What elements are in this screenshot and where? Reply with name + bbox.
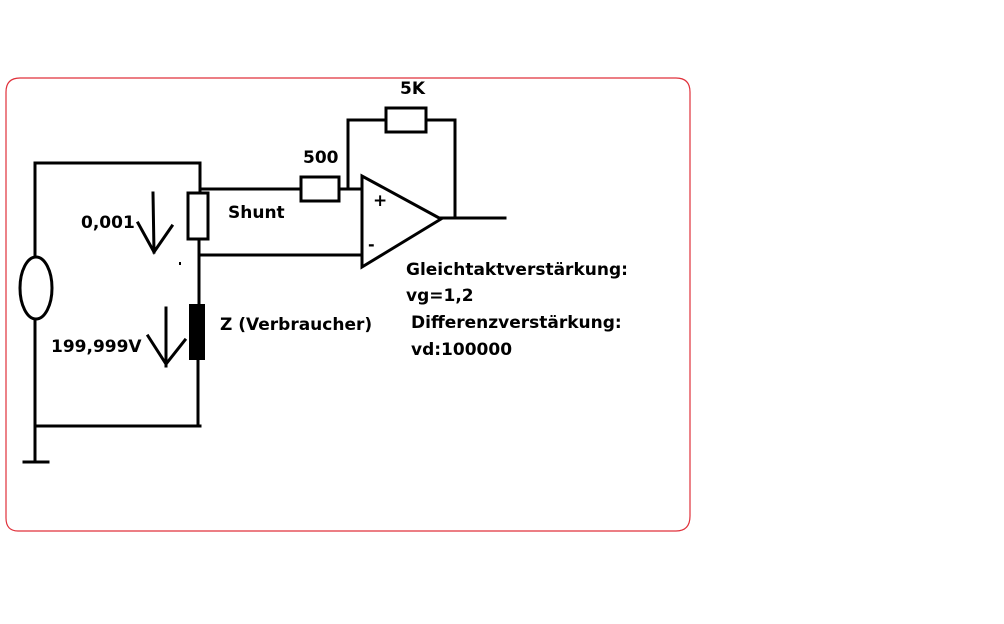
load-voltage-arrow bbox=[145, 306, 188, 368]
shunt-resistor bbox=[186, 191, 210, 241]
differential-gain-title: Differenzverstärkung: bbox=[411, 313, 622, 333]
source-left-wire bbox=[33, 161, 202, 428]
shunt-label: Shunt bbox=[228, 203, 285, 223]
load-voltage-label: 199,999V bbox=[51, 337, 142, 357]
shunt-voltage-arrow bbox=[135, 191, 175, 255]
op-amp-symbol bbox=[360, 173, 445, 270]
input-resistor-label: 500 bbox=[303, 148, 339, 168]
load-label: Z (Verbraucher) bbox=[220, 315, 372, 335]
diagram-frame bbox=[5, 77, 691, 532]
feedback-resistor bbox=[384, 106, 428, 134]
differential-gain-value: vd:100000 bbox=[411, 340, 512, 360]
feedback-resistor-label: 5K bbox=[400, 79, 426, 99]
op-amp-plus-label: + bbox=[373, 191, 387, 211]
input-resistor bbox=[299, 175, 341, 203]
junction-dot bbox=[179, 262, 181, 265]
feedback-left-wire bbox=[346, 118, 388, 191]
feedback-right-wire bbox=[424, 118, 457, 220]
common-mode-gain-title: Gleichtaktverstärkung: bbox=[406, 260, 628, 280]
common-mode-gain-value: vg=1,2 bbox=[406, 286, 474, 306]
voltage-source-symbol bbox=[18, 255, 54, 321]
load-impedance bbox=[189, 304, 205, 360]
op-amp-minus-label: - bbox=[368, 235, 375, 254]
shunt-voltage-label: 0,001 bbox=[81, 213, 135, 233]
